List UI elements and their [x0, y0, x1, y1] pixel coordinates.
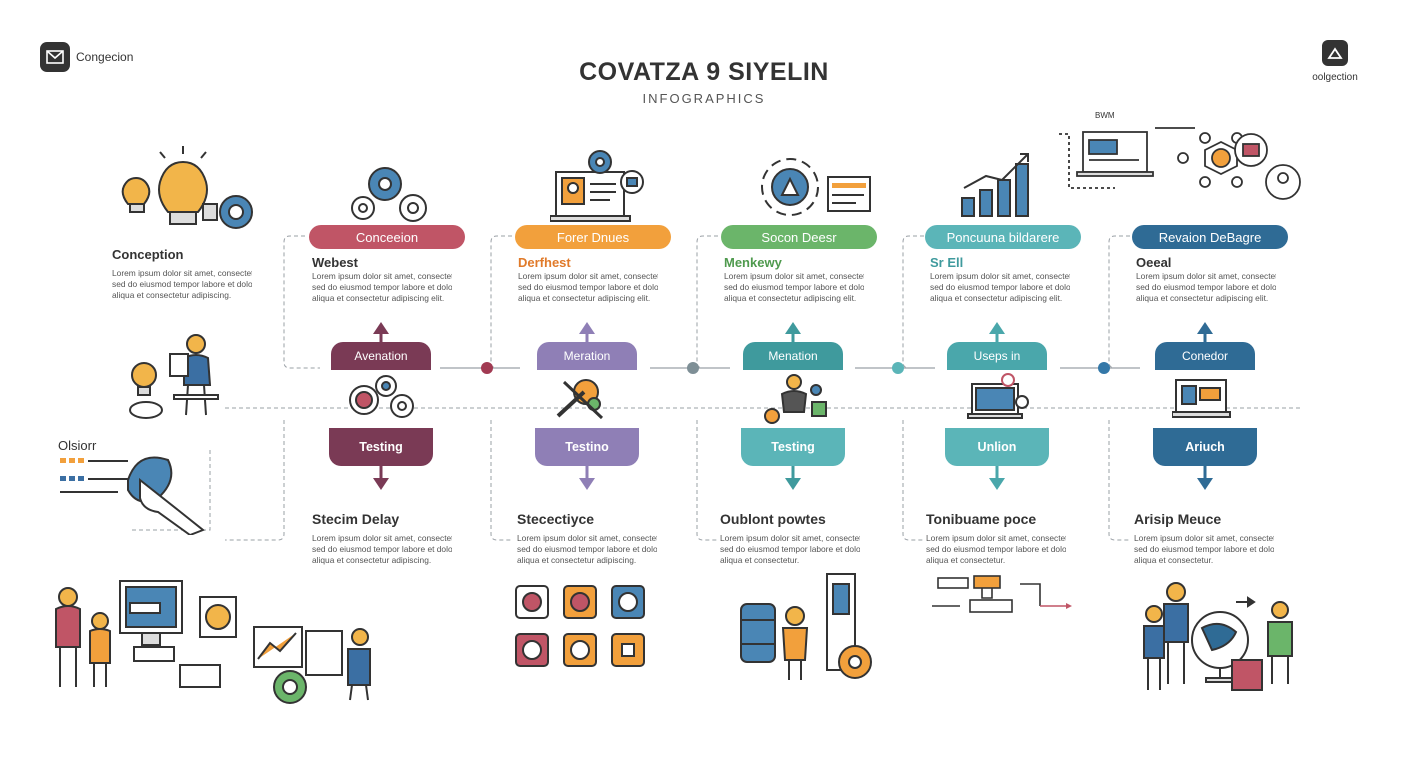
stage-5-subhead: Oeeal — [1136, 255, 1172, 270]
process-flow-illustration — [932, 575, 1072, 613]
person-idea-icon — [129, 334, 219, 419]
stage-4-top-tab[interactable]: Useps in — [947, 342, 1047, 370]
stage-4-pill[interactable]: Poncuuna bildarere — [925, 225, 1081, 249]
settings-gears-icon — [349, 375, 414, 418]
team-globe-illustration — [1143, 582, 1293, 691]
laptop-profile-icon — [550, 150, 644, 222]
tools-icon — [556, 379, 604, 420]
stage-2-subhead: Derfhest — [518, 255, 571, 270]
stage-1-bottom-heading: Stecim Delay — [312, 511, 400, 527]
left-panel-heading: Conception — [112, 247, 184, 262]
server-person-illustration — [740, 573, 872, 680]
monitor-profile-icon — [1172, 379, 1231, 418]
stage-1-top-tab[interactable]: Avenation — [331, 342, 431, 370]
icon-grid-illustration — [515, 585, 645, 667]
team-computer-illustration — [55, 580, 371, 704]
team-diagram-icon — [764, 374, 827, 424]
brand-left[interactable]: Congecion — [40, 42, 133, 72]
stage-5-pill[interactable]: Revaion DeBagre — [1132, 225, 1288, 249]
stage-1-bottom-tab[interactable]: Testing — [329, 428, 433, 466]
target-dashboard-icon — [761, 158, 871, 216]
stage-3-bottom-heading: Oublont powtes — [720, 511, 826, 527]
laptop-tools-icon — [967, 373, 1029, 419]
svg-text:BWM: BWM — [1095, 111, 1115, 120]
mountain-logo-icon — [1322, 40, 1348, 66]
stage-2-top-tab[interactable]: Meration — [537, 342, 637, 370]
stage-5-top-tab[interactable]: Conedor — [1155, 342, 1255, 370]
page-subtitle: INFOGRAPHICS — [642, 91, 766, 106]
brand-left-name: Congecion — [76, 50, 134, 64]
stage-4-bottom-heading: Tonibuame poce — [926, 511, 1037, 527]
gears-icon — [351, 167, 427, 222]
stage-3-top-tab[interactable]: Menation — [743, 342, 843, 370]
stage-4-subhead: Sr Ell — [930, 255, 964, 270]
stage-5-bottom-tab[interactable]: Ariuch — [1153, 428, 1257, 466]
stage-3-bottom-tab[interactable]: Testing — [741, 428, 845, 466]
stage-3-subhead: Menkewy — [724, 255, 782, 270]
hand-touch-icon — [60, 456, 205, 535]
stage-2-bottom-heading: Stecectiyce — [517, 511, 595, 527]
bar-chart-growth-icon — [961, 153, 1029, 217]
stage-1-pill[interactable]: Conceeion — [309, 225, 465, 249]
stage-5-bottom-heading: Arisip Meuce — [1134, 511, 1222, 527]
stage-3-pill[interactable]: Socon Deesr — [721, 225, 877, 249]
brand-right[interactable]: oolgection — [1300, 40, 1370, 83]
left-panel-label: Olsiorr — [58, 438, 97, 453]
mail-logo-icon — [40, 42, 70, 72]
stage-1-subhead: Webest — [312, 255, 358, 270]
lightbulb-gear-icon — [121, 146, 253, 229]
stage-4-bottom-tab[interactable]: Unlion — [945, 428, 1049, 466]
brand-right-name: oolgection — [1312, 72, 1358, 83]
stage-2-pill[interactable]: Forer Dnues — [515, 225, 671, 249]
network-device-icon: BWM — [1059, 111, 1301, 200]
page-title: COVATZA 9 SIYELIN — [579, 58, 829, 86]
stage-2-bottom-tab[interactable]: Testino — [535, 428, 639, 466]
